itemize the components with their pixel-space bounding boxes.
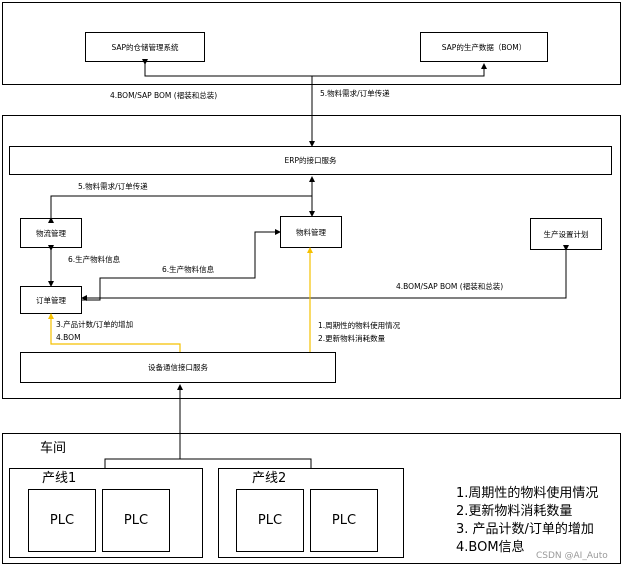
between-demand-label: 5.物料需求/订单传递 [320,89,390,98]
between-bom-label: 4.BOM/SAP BOM (褶装和总装) [110,91,218,100]
watermark: CSDN @AI_Auto [536,551,608,561]
device-interface-box: 设备通信接口服务 [20,352,336,383]
plc-2-2: PLC [310,489,378,552]
legend-item-3: 3. 产品计数/订单的增加 [456,522,594,537]
legend-item-4: 4.BOM信息 [456,540,525,555]
usage-label: 1.周期性的物料使用情况 [318,321,401,330]
sap-production-box: SAP的生产数据（BOM） [420,32,548,62]
plc-2-1: PLC [236,489,304,552]
bom-short-label: 4.BOM [56,333,81,342]
line-2-label: 产线2 [252,471,287,486]
plc-1-1: PLC [28,489,96,552]
line-1-label: 产线1 [42,471,77,486]
material-box: 物料管理 [280,216,342,248]
erp-bom-label: 4.BOM/SAP BOM (褶装和总装) [396,282,504,291]
prod-info-label-a: 6.生产物料信息 [68,255,121,264]
plc-1-2: PLC [102,489,170,552]
plan-box: 生产设置计划 [530,218,602,250]
prod-info-label-b: 6.生产物料信息 [162,265,215,274]
erp-interface-box: ERP的接口服务 [9,146,612,175]
legend-item-2: 2.更新物料消耗数量 [456,504,573,519]
count-label: 3.产品计数/订单的增加 [56,320,134,329]
logistics-box: 物流管理 [20,218,82,248]
erp-demand-label: 5.物料需求/订单传递 [78,182,148,191]
legend-item-1: 1.周期性的物料使用情况 [456,486,599,501]
order-box: 订单管理 [20,286,82,314]
consume-label: 2.更新物料消耗数量 [318,334,386,343]
sap-warehouse-box: SAP的仓储管理系统 [85,32,205,62]
workshop-title: 车间 [40,441,67,456]
